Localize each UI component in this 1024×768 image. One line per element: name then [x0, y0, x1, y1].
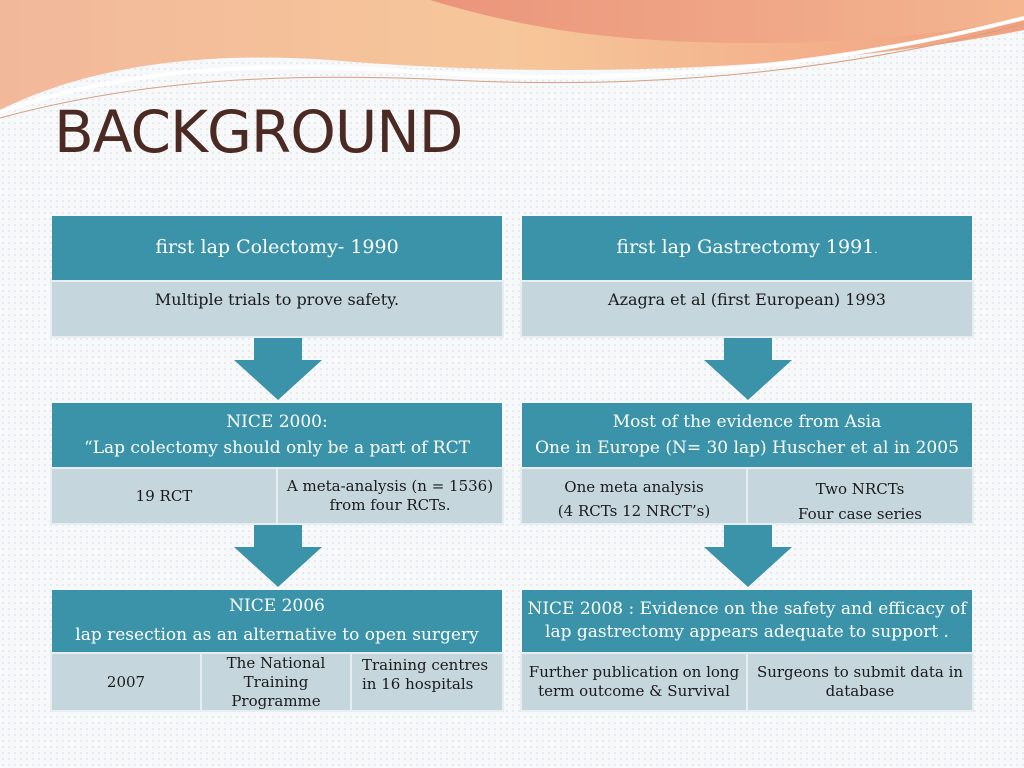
left-row1-header-text: first lap Colectomy- 1990 — [155, 236, 399, 259]
down-arrow-right-2 — [704, 525, 792, 587]
left-row3-sub2-line3: Programme — [231, 691, 321, 710]
left-row2-sub2-line1: A meta-analysis (n = 1536) — [286, 477, 494, 495]
right-row3-sub1: Further publication on long term outcome… — [520, 652, 748, 712]
right-row2-header: Most of the evidence from Asia One in Eu… — [522, 403, 972, 467]
left-row2-header-line2: “Lap colectomy should only be a part of … — [84, 438, 470, 458]
left-row2-sub2: A meta-analysis (n = 1536) from four RCT… — [276, 467, 504, 525]
right-row3-sub2-line1: Surgeons to submit data in — [756, 663, 964, 682]
right-row1-sub: Azagra et al (first European) 1993 — [520, 280, 974, 338]
right-row3-header-line2: lap gastrectomy appears adequate to supp… — [545, 622, 949, 642]
left-row3-sub2: The National Training Programme — [200, 652, 352, 712]
left-row3-sub1: 2007 — [50, 652, 202, 712]
right-row3-header: NICE 2008 : Evidence on the safety and e… — [522, 590, 972, 652]
left-row3-header-line1: NICE 2006 — [229, 596, 325, 617]
left-row3-sub1-text: 2007 — [106, 672, 146, 691]
left-row2-sub1: 19 RCT — [50, 467, 278, 525]
left-row3-sub3-line2: in 16 hospitals — [362, 674, 474, 693]
right-row2-sub1: One meta analysis (4 RCTs 12 NRCT’s) — [520, 467, 748, 525]
down-arrow-left-2 — [234, 525, 322, 587]
left-row2-header-line1: NICE 2000: — [226, 411, 328, 432]
right-row2-header-line2: One in Europe (N= 30 lap) Huscher et al … — [535, 438, 959, 458]
right-row3-sub2-line2: database — [825, 682, 895, 700]
left-row3-sub2-line1: The National — [226, 654, 326, 672]
right-row3-header-line1: NICE 2008 : Evidence on the safety and e… — [527, 599, 967, 620]
right-row2-sub2-line2: Four case series — [797, 504, 923, 523]
right-row1-header-main: first lap Gastrectomy 1991 — [616, 236, 875, 259]
left-row3-sub2-line2: Training — [243, 672, 309, 691]
right-row1-sub-text: Azagra et al (first European) 1993 — [608, 290, 886, 309]
decorative-swoosh — [0, 0, 1024, 119]
right-row3-sub2: Surgeons to submit data in database — [746, 652, 974, 712]
page-title: BACKGROUND — [54, 98, 463, 166]
right-row2-sub1-line2: (4 RCTs 12 NRCT’s) — [557, 502, 711, 520]
right-row3-sub1-line2: term outcome & Survival — [538, 682, 730, 700]
right-row2-sub2-line1: Two NRCTs — [815, 480, 905, 498]
right-row2-sub1-line1: One meta analysis — [564, 478, 704, 496]
left-row1-sub: Multiple trials to prove safety. — [50, 280, 504, 338]
down-arrow-right-1 — [704, 338, 792, 400]
left-row3-header: NICE 2006 lap resection as an alternativ… — [52, 590, 502, 652]
left-row3-sub3: Training centres in 16 hospitals — [350, 652, 504, 712]
left-row3-sub3-line1: Training centres — [362, 656, 489, 674]
down-arrow-left-1 — [234, 338, 322, 400]
left-row1-sub-text: Multiple trials to prove safety. — [154, 290, 400, 309]
right-row1-header-suffix: . — [874, 244, 878, 257]
left-row2-header: NICE 2000: “Lap colectomy should only be… — [52, 403, 502, 467]
left-row1-header: first lap Colectomy- 1990 — [52, 216, 502, 280]
right-row3-sub1-line1: Further publication on long — [528, 663, 740, 682]
left-row3-header-line2: lap resection as an alternative to open … — [75, 625, 479, 645]
left-row2-sub1-text: 19 RCT — [135, 486, 193, 505]
right-row2-sub2: Two NRCTs Four case series — [746, 467, 974, 525]
right-row2-header-line1: Most of the evidence from Asia — [612, 411, 882, 432]
left-row2-sub2-line2: from four RCTs. — [329, 495, 451, 514]
right-row1-header-text: first lap Gastrectomy 1991. — [616, 233, 877, 262]
right-row1-header: first lap Gastrectomy 1991. — [522, 216, 972, 280]
